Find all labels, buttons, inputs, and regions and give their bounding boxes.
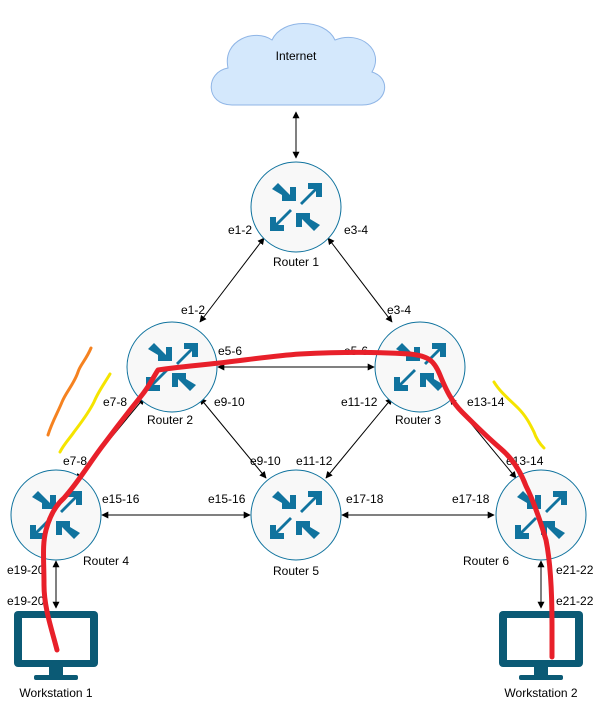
router-icon: [495, 469, 587, 561]
router-5: [250, 469, 342, 561]
link-r1-r2: [199, 237, 265, 323]
router-6: [495, 469, 587, 561]
port-labels: e1-2 e3-4 e1-2 e5-6 e7-8 e9-10 e3-4 e5-6…: [7, 223, 594, 608]
port-label: e1-2: [181, 303, 205, 317]
port-label: e3-4: [387, 303, 411, 317]
orange-highlight-mark: [46, 346, 93, 437]
port-label: e7-8: [103, 395, 127, 409]
port-label: e11-12: [341, 395, 378, 409]
monitor-icon: [499, 611, 583, 680]
router-icon: [250, 469, 342, 561]
yellow-highlight-mark-left: [58, 372, 112, 454]
link-r2-r5: [199, 397, 267, 479]
port-label: e5-6: [218, 344, 242, 358]
router-icon: [250, 161, 342, 253]
router-icon: [10, 469, 102, 561]
router-4-label: Router 4: [83, 554, 129, 568]
red-route-path: [41, 350, 555, 660]
port-label: e11-12: [296, 454, 333, 468]
port-label: e21-22: [556, 594, 594, 608]
port-label: e19-20: [7, 594, 45, 608]
router-4: [10, 469, 102, 561]
router-2-label: Router 2: [147, 413, 193, 427]
workstation-1-label: Workstation 1: [19, 686, 92, 700]
internet-label: Internet: [276, 49, 317, 63]
port-label: e13-14: [467, 395, 505, 409]
router-6-label: Router 6: [463, 554, 509, 568]
internet-cloud: Internet: [210, 23, 386, 106]
router-1-label: Router 1: [273, 255, 319, 269]
port-label: e17-18: [452, 492, 490, 506]
port-label: e17-18: [346, 492, 384, 506]
workstation-2-label: Workstation 2: [504, 686, 577, 700]
router-1: [250, 161, 342, 253]
port-label: e21-22: [556, 563, 594, 577]
port-label: e15-16: [102, 492, 140, 506]
port-label: e15-16: [208, 492, 246, 506]
yellow-highlight-mark-right: [492, 380, 546, 450]
port-label: e7-8: [63, 454, 87, 468]
link-r1-r3: [327, 237, 393, 323]
port-label: e9-10: [214, 395, 245, 409]
port-label: e19-20: [7, 563, 45, 577]
port-label: e9-10: [250, 454, 281, 468]
workstation-2: [499, 611, 583, 680]
link-r3-r5: [325, 397, 393, 479]
port-label: e3-4: [344, 223, 368, 237]
port-label: e1-2: [228, 223, 252, 237]
router-3-label: Router 3: [395, 413, 441, 427]
router-5-label: Router 5: [273, 564, 319, 578]
